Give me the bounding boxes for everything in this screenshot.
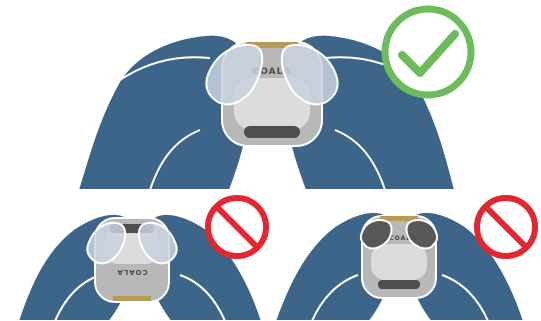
green-check-icon (385, 9, 471, 95)
device-brand-label: COALA (116, 268, 147, 276)
wrong-upside-down-panel: COALA (0, 190, 270, 321)
correct-grip-panel: COALA ♥ (0, 0, 541, 190)
red-prohibited-icon (477, 198, 535, 256)
wrong-buttons-covered-panel: COALA (270, 190, 541, 321)
device-bottom-button (244, 126, 300, 138)
device-bottom-button (378, 280, 420, 289)
red-prohibited-icon (208, 198, 266, 256)
